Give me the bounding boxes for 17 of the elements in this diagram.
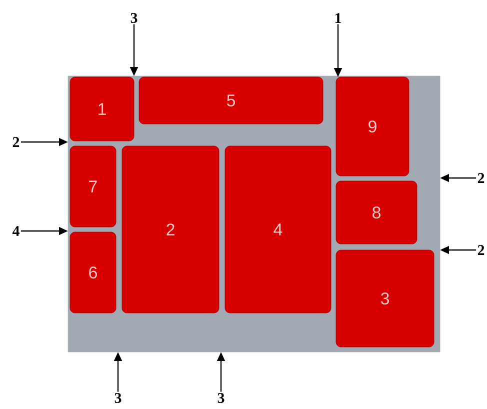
- numbered-block: 2: [122, 146, 220, 314]
- numbered-block: 1: [70, 76, 134, 142]
- numbered-block: 6: [70, 232, 116, 314]
- callout-number: 2: [478, 245, 484, 255]
- numbered-block: 4: [224, 146, 332, 314]
- callout-number: 1: [335, 13, 341, 23]
- numbered-block: 9: [336, 76, 410, 176]
- numbered-block: 3: [336, 250, 434, 348]
- numbered-block: 8: [336, 180, 418, 244]
- callout-number: 2: [478, 173, 484, 183]
- callout-number: 3: [218, 393, 224, 404]
- numbered-block: 7: [70, 146, 116, 228]
- callout-number: 3: [130, 13, 138, 24]
- callout-number: 4: [12, 226, 20, 236]
- callout-number: 3: [114, 393, 122, 404]
- numbered-block: 5: [138, 76, 324, 124]
- callout-number: 2: [12, 137, 20, 147]
